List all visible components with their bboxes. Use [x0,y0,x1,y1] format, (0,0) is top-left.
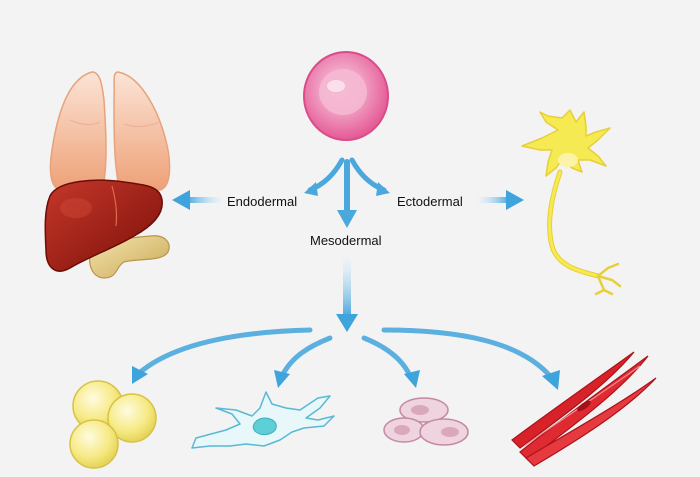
mesodermal-label: Mesodermal [310,233,382,248]
muscle-cells-icon [511,351,657,467]
lungs-liver-pancreas-icon [44,71,171,279]
arrow-to-organs [172,190,222,210]
arrow-to-muscle-cells [381,327,560,390]
arrow-to-neuron [478,190,524,210]
fat-cells-icon [69,380,157,469]
neuron-icon [521,109,622,296]
arrow-to-bone-cell [274,335,333,388]
cartilage-cells-icon [383,397,469,446]
bone-cell-icon [191,391,335,449]
arrow-to-ectodermal [349,157,390,196]
arrow-to-endodermal [304,157,345,196]
stem-cell-icon [303,51,389,141]
arrow-to-fat-cells [132,327,313,384]
endodermal-label: Endodermal [227,194,297,209]
ectodermal-label: Ectodermal [397,194,463,209]
arrow-to-mesodermal [337,159,357,228]
arrow-to-cartilage-cells [361,335,420,388]
arrow-mesodermal-down [336,258,358,332]
